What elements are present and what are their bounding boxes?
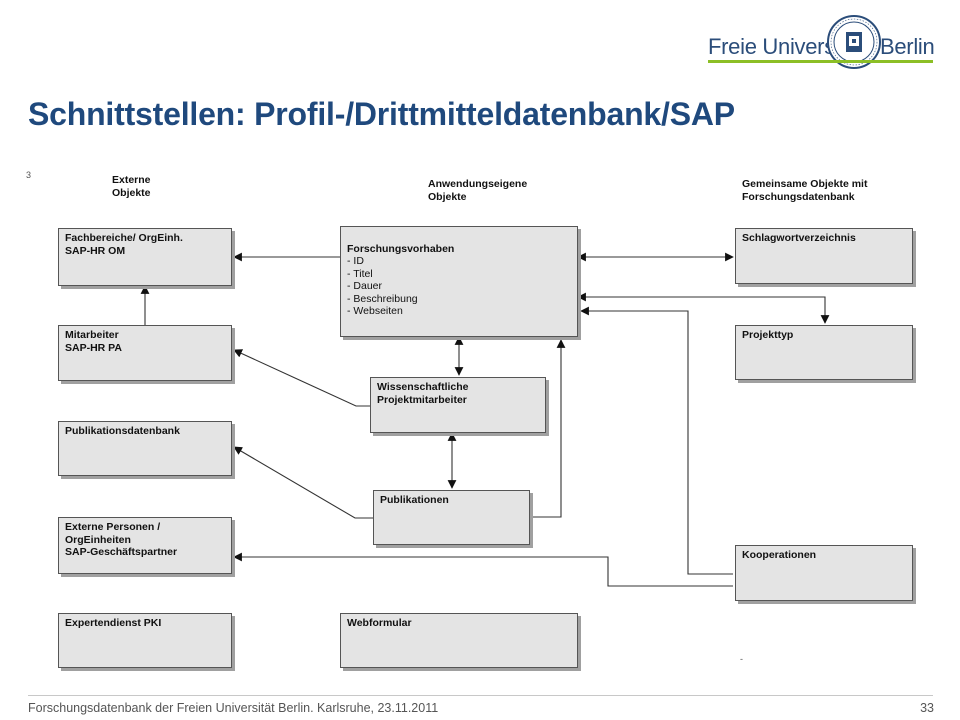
box-mitarbeiter: Mitarbeiter SAP-HR PA bbox=[58, 325, 232, 381]
link-kooperationen-forschung bbox=[580, 306, 733, 575]
page-title: Schnittstellen: Profil-/Drittmitteldaten… bbox=[28, 96, 735, 132]
box-webformular: Webformular bbox=[340, 613, 578, 668]
box-expertendienst: Expertendienst PKI bbox=[58, 613, 232, 668]
logo-underline bbox=[708, 60, 933, 63]
footer-divider bbox=[28, 695, 933, 696]
logo-text-right: Berlin bbox=[880, 34, 935, 59]
box-fachbereiche: Fachbereiche/ OrgEinh. SAP-HR OM bbox=[58, 228, 232, 286]
box-wissenschaftliche-projektmitarbeiter: Wissenschaftliche Projektmitarbeiter bbox=[370, 377, 546, 433]
stray-mark-bottom: - bbox=[740, 654, 743, 664]
link-forschung-projekttyp bbox=[577, 292, 830, 324]
box-schlagwortverzeichnis: Schlagwortverzeichnis bbox=[735, 228, 913, 284]
forschungsvorhaben-title: Forschungsvorhaben bbox=[347, 242, 455, 255]
link-publikationen-publikationsdb bbox=[233, 446, 373, 519]
link-publikationen-forschung bbox=[530, 339, 566, 518]
header-externe-objekte: Externe Objekte bbox=[112, 174, 151, 199]
box-projekttyp: Projekttyp bbox=[735, 325, 913, 380]
box-externe-personen: Externe Personen / OrgEinheiten SAP-Gesc… bbox=[58, 517, 232, 574]
link-wissenschaftliche-mitarbeiter bbox=[233, 349, 370, 407]
forschungsvorhaben-attributes: - ID - Titel - Dauer - Beschreibung - We… bbox=[347, 255, 418, 317]
box-forschungsvorhaben: Forschungsvorhaben - ID - Titel - Dauer … bbox=[340, 226, 578, 337]
link-kooperationen-externe bbox=[233, 552, 733, 587]
box-publikationen: Publikationen bbox=[373, 490, 530, 545]
page-number: 33 bbox=[920, 701, 934, 715]
fu-berlin-logo: Freie Universität Berlin bbox=[708, 14, 940, 74]
header-anwendungseigene-objekte: Anwendungseigene Objekte bbox=[428, 178, 528, 203]
box-kooperationen: Kooperationen bbox=[735, 545, 913, 601]
box-publikationsdatenbank: Publikationsdatenbank bbox=[58, 421, 232, 476]
stray-mark-left: 3 bbox=[26, 170, 32, 180]
footer-text: Forschungsdatenbank der Freien Universit… bbox=[28, 701, 439, 715]
header-gemeinsame-objekte: Gemeinsame Objekte mit Forschungsdatenba… bbox=[742, 178, 868, 203]
